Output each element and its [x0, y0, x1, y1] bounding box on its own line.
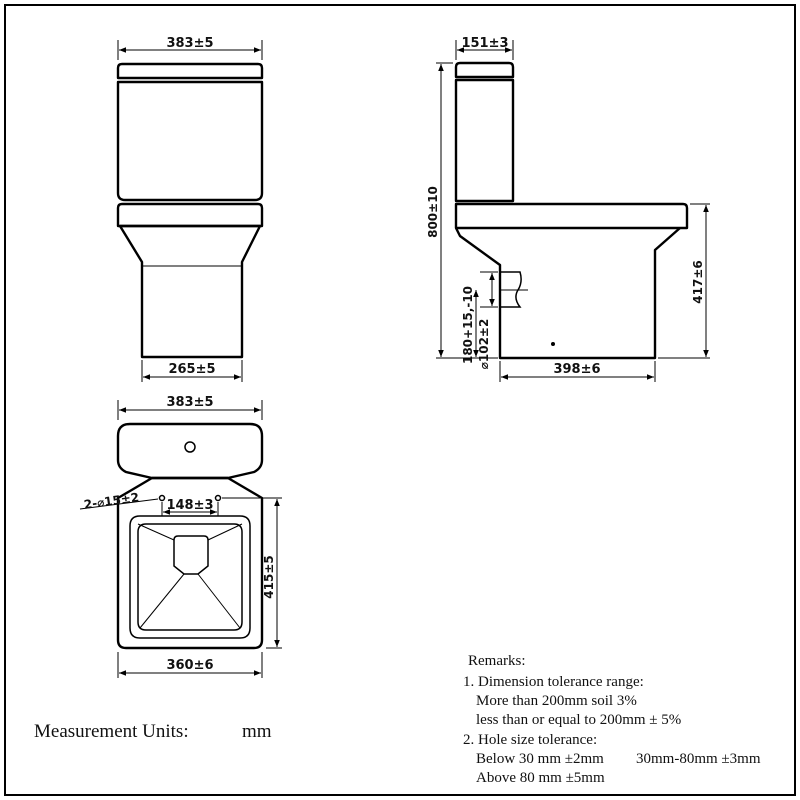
plan-holes-label: 2-⌀15±2	[83, 490, 140, 512]
side-outlet-dia-label: ⌀102±2	[477, 319, 491, 370]
plan-width-label: 383±5	[166, 395, 213, 410]
remarks-line-6: 30mm-80mm ±3mm	[636, 751, 761, 767]
remarks-line-3: less than or equal to 200mm ± 5%	[476, 712, 681, 728]
remarks-line-4: 2. Hole size tolerance:	[463, 732, 597, 748]
drawing-border	[4, 4, 796, 796]
remarks-title: Remarks:	[468, 653, 526, 669]
remarks-line-7: Above 80 mm ±5mm	[476, 770, 605, 786]
side-height-label: 800±10	[426, 186, 440, 238]
plan-view: 383±5 148±3 415±5 360±6 2-⌀15±2	[79, 395, 282, 678]
front-view: 383±5 265±5	[116, 36, 264, 382]
side-outlet-range-label: 180+15,-10	[461, 286, 475, 364]
flush-button-hole	[184, 441, 196, 453]
measurement-units-label: Measurement Units:	[34, 721, 189, 742]
remarks-line-5: Below 30 mm ±2mm	[476, 751, 604, 767]
plan-bowl-length-label: 415±5	[262, 555, 276, 598]
side-tank-depth-label: 151±3	[461, 36, 508, 51]
remarks-block: Remarks: 1. Dimension tolerance range: M…	[463, 653, 761, 786]
measurement-units-block: Measurement Units: mm	[34, 721, 272, 742]
measurement-units-value: mm	[242, 721, 272, 742]
front-top-width-label: 383±5	[166, 36, 213, 51]
plan-hole-spacing-label: 148±3	[166, 498, 213, 513]
plan-holes-leader-line	[79, 498, 159, 510]
side-seat-height-label: 417±6	[691, 260, 705, 303]
front-base-width-label: 265±5	[168, 362, 215, 377]
seat-hole-right	[214, 494, 222, 502]
remarks-line-1: 1. Dimension tolerance range:	[463, 674, 644, 690]
seat-hole-left	[158, 494, 166, 502]
side-depth-label: 398±6	[553, 362, 600, 377]
remarks-line-2: More than 200mm soil 3%	[476, 693, 637, 709]
side-view: 151±3 800±10 417±6 180+15,-10 ⌀102±2 398…	[426, 36, 710, 382]
plan-bowl-width-label: 360±6	[166, 658, 213, 673]
